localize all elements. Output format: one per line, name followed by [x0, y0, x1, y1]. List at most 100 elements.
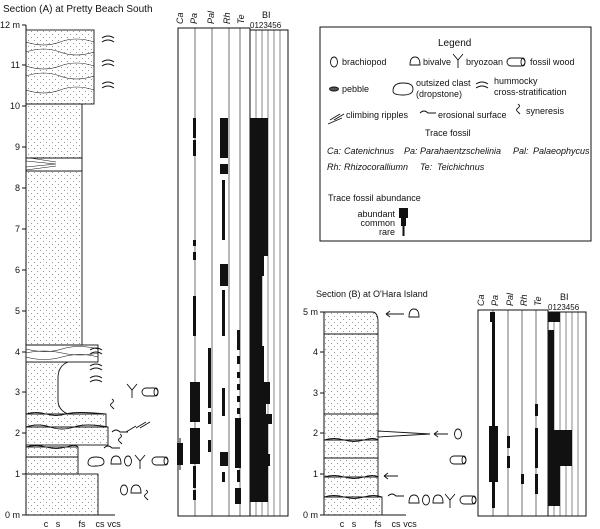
legend-common: common	[360, 218, 395, 228]
outsized-clast-icon	[87, 456, 105, 467]
b-depth-label-4: 4	[313, 347, 318, 357]
grain-c: c	[44, 519, 49, 529]
legend-erosional-surface: erosional surface	[438, 110, 507, 120]
legend-trace-title: Trace fossil	[425, 128, 471, 138]
b-trace-header-pa: Pa	[490, 295, 500, 306]
bi-bars-b	[548, 312, 572, 506]
legend-climbing-ripples: climbing ripples	[346, 110, 409, 120]
grain-vcs: vcs	[107, 519, 121, 529]
trace-bar-te	[235, 330, 241, 504]
depth-label-1: 1	[15, 469, 20, 479]
hummocky-symbol	[101, 59, 115, 67]
bivalve-icon	[408, 494, 420, 504]
bivalve-icon	[409, 56, 421, 66]
outsized-clast-icon	[392, 82, 414, 96]
b-depth-label-5: 5 m	[303, 307, 318, 317]
syneresis-icon	[110, 398, 115, 410]
depth-label-8: 8	[15, 183, 20, 193]
hummocky-symbol	[101, 35, 115, 43]
section-a-trace-headers: Ca Pa Pal Rh Te	[175, 10, 246, 24]
trace-header-pa: Pa	[189, 13, 199, 24]
section-a-depth-ticks: 0 m 1 2 3 4 5 6 7 8 9 10 11 12 m	[0, 20, 26, 520]
legend-rare: rare	[379, 227, 395, 237]
climbing-ripples-icon	[327, 113, 345, 125]
depth-label-11: 11	[11, 60, 20, 70]
b-trace-header-ca: Ca	[476, 294, 486, 306]
b-grain-cs: cs	[392, 519, 402, 529]
trace-header-pal: Pal	[206, 10, 216, 24]
brachiopod-icon	[330, 56, 338, 68]
section-b-trace-panel: Ca Pa Pal Rh Te	[476, 292, 549, 517]
section-b-trace-headers: Ca Pa Pal Rh Te	[476, 292, 543, 306]
fossil-wood-icon	[449, 455, 467, 465]
depth-label-4: 4	[15, 347, 20, 357]
brachiopod-icon	[422, 494, 430, 506]
section-b-title: Section (B) at O'Hara Island	[316, 289, 428, 299]
climbing-ripples-icon	[125, 421, 151, 433]
b-trace-bar-pal	[507, 436, 510, 468]
depth-label-2: 2	[15, 428, 20, 438]
bi-scale-b: 0123456	[548, 303, 580, 312]
b-grain-fs: fs	[374, 519, 382, 529]
depth-label-7: 7	[15, 224, 20, 234]
fossil-wood-icon	[459, 495, 477, 505]
b-depth-label-2: 2	[313, 428, 318, 438]
bi-scale-a: 0123456	[250, 21, 282, 30]
bivalve-icon	[110, 455, 122, 465]
hummocky-symbol	[89, 375, 103, 383]
depth-label-10: 10	[10, 101, 20, 111]
trace-bar-pa	[190, 118, 200, 500]
legend-te-name: Teichichnus	[437, 162, 485, 172]
pebble-icon	[329, 86, 339, 92]
section-b-bi-panel: BI 0123456	[547, 292, 587, 517]
hummocky-symbol	[101, 81, 115, 89]
arrow-symbol	[433, 430, 448, 438]
legend-pal-abbr: Pal:	[513, 146, 529, 156]
fossil-wood-icon	[151, 456, 169, 466]
arrow-symbol	[385, 310, 404, 318]
bi-title-b: BI	[560, 292, 569, 302]
section-a-bi-panel: BI 0123456	[249, 10, 289, 517]
b-grain-vcs: vcs	[403, 519, 417, 529]
legend-ca-name: Catenichnus	[344, 146, 395, 156]
depth-label-5: 5	[15, 306, 20, 316]
grain-s: s	[56, 519, 61, 529]
fossil-wood-icon	[506, 57, 526, 67]
syneresis-icon	[516, 103, 521, 115]
b-depth-label-3: 3	[313, 388, 318, 398]
erosional-surface-icon	[387, 493, 404, 497]
depth-label-6: 6	[15, 265, 20, 275]
legend-dropstone: (dropstone)	[416, 89, 462, 99]
trace-bar-rh	[220, 118, 228, 482]
bryozoan-icon	[444, 493, 456, 508]
depth-label-0: 0 m	[5, 510, 20, 520]
legend-pebble: pebble	[342, 84, 369, 94]
b-depth-label-1: 1	[313, 469, 318, 479]
brachiopod-icon	[120, 484, 128, 496]
legend-box: Legend brachiopod bivalve bryozoan fossi…	[319, 26, 592, 242]
legend-bryozoan: bryozoan	[466, 57, 503, 67]
legend-abundance-title: Trace fossil abundance	[328, 193, 421, 203]
fossil-wood-icon	[141, 387, 159, 397]
bi-title-a: BI	[262, 10, 271, 20]
section-a-grain-labels: c s fs cs vcs	[44, 519, 122, 529]
brachiopod-icon	[454, 428, 462, 440]
bivalve-icon	[432, 494, 444, 504]
legend-pal-name: Palaeophycus	[533, 146, 590, 156]
bi-bars-a	[250, 118, 272, 502]
legend-outsized-clast: outsized clast	[416, 78, 471, 88]
b-depth-label-0: 0 m	[303, 510, 318, 520]
depth-label-9: 9	[15, 142, 20, 152]
syneresis-icon	[144, 489, 149, 501]
section-a-symbols	[87, 35, 169, 501]
hummocky-icon	[475, 81, 489, 89]
legend-hummocky: hummocky	[494, 76, 538, 86]
section-b-lithology	[323, 311, 431, 516]
erosional-surface-icon	[419, 110, 436, 114]
hummocky-symbol	[89, 347, 103, 355]
arrow-symbol	[383, 472, 398, 480]
legend-title: Legend	[438, 38, 471, 49]
brachiopod-icon	[124, 455, 132, 467]
b-trace-bar-pa	[489, 312, 498, 508]
legend-ca-abbr: Ca:	[327, 146, 342, 156]
